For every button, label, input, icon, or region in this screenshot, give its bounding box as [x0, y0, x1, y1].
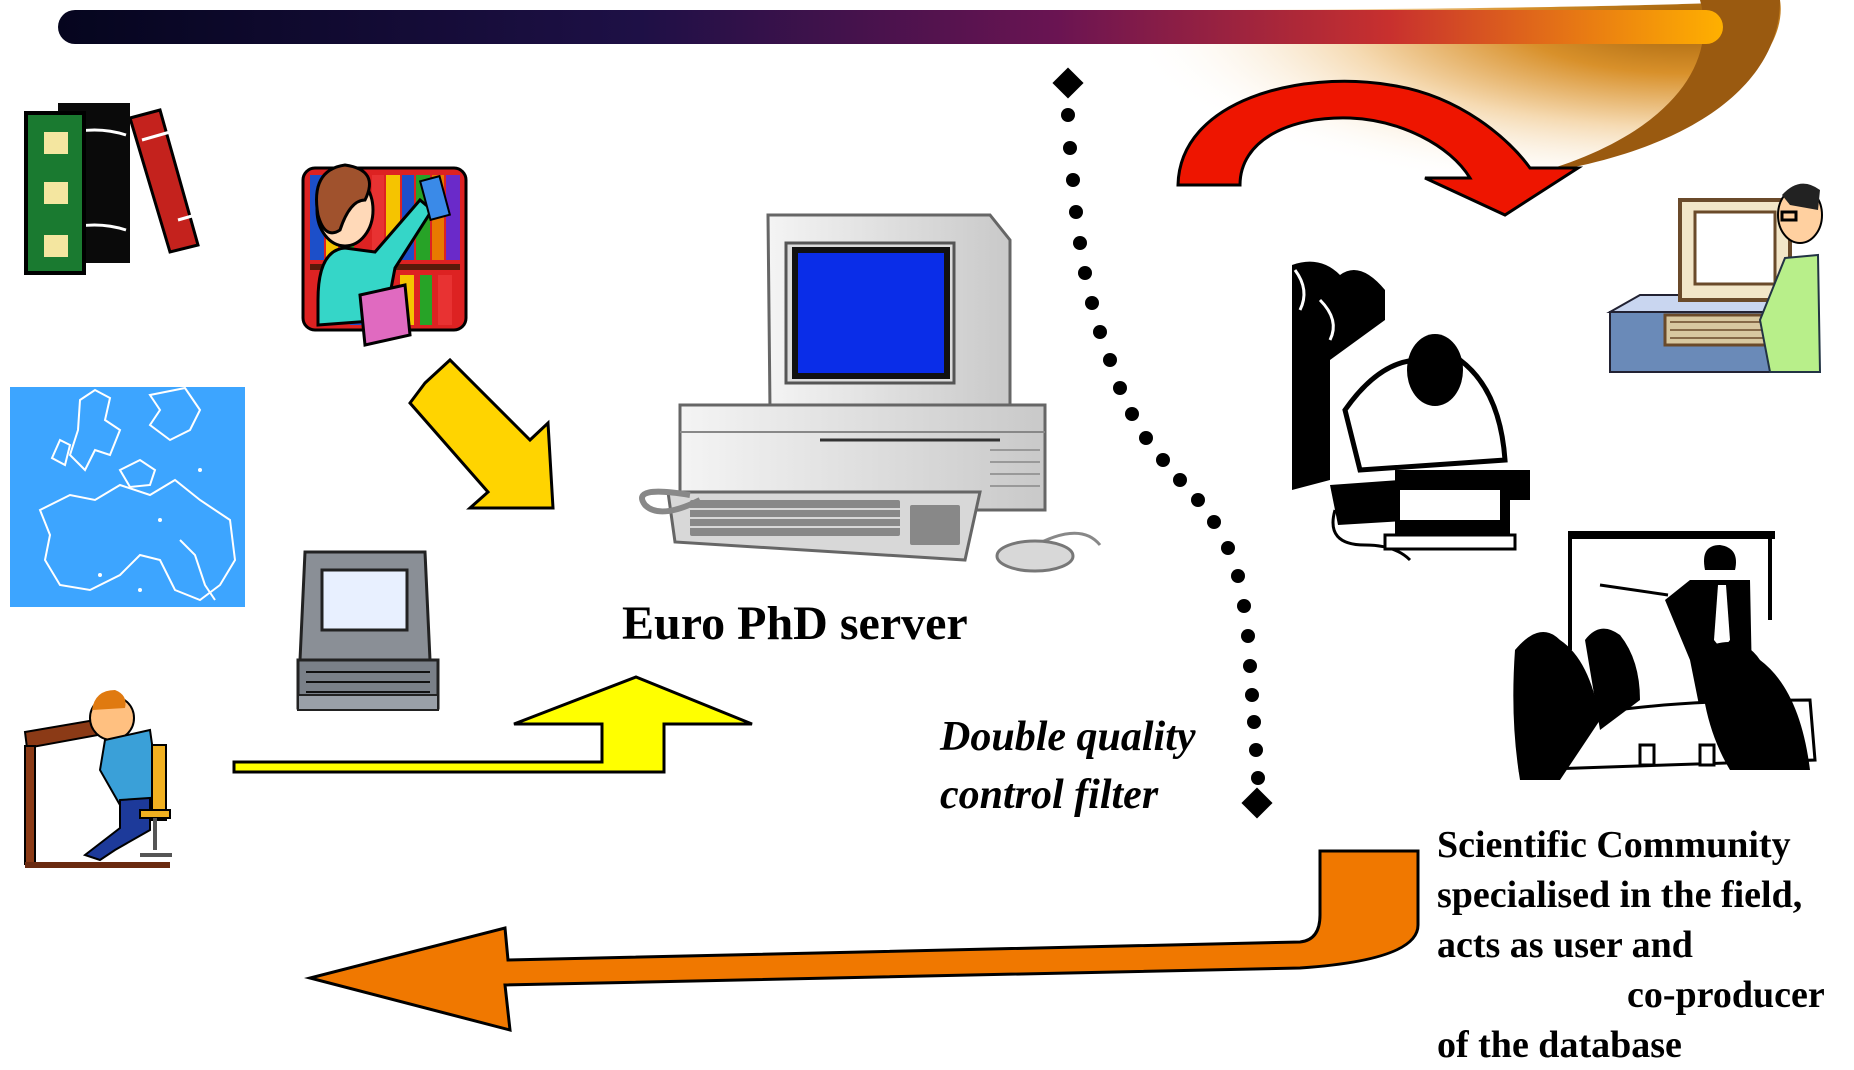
community-line-3: acts as user and	[1437, 924, 1693, 966]
quality-filter-line-2: control filter	[940, 772, 1159, 818]
server-label: Euro PhD server	[622, 597, 968, 650]
quality-filter-label: Double quality control filter	[940, 708, 1196, 824]
librarian-to-server-arrow	[408, 357, 555, 510]
scientific-community-label: Scientific Community specialised in the …	[1437, 820, 1825, 1070]
man-at-laptop-icon	[1292, 261, 1530, 562]
presentation-meeting-icon	[1513, 531, 1817, 780]
books-icon	[24, 103, 200, 275]
librarian-icon	[301, 163, 468, 347]
community-line-2: specialised in the field,	[1437, 874, 1803, 916]
server-computer-icon	[639, 213, 1102, 573]
student-to-server-arrow	[232, 675, 753, 774]
student-at-desk-icon	[23, 690, 172, 868]
researcher-at-computer-icon	[1606, 183, 1823, 373]
quality-filter-line-1: Double quality	[940, 714, 1196, 760]
community-line-4: co-producer	[1627, 974, 1825, 1016]
curved-red-arrow	[1176, 79, 1584, 217]
community-line-5: of the database	[1437, 1024, 1682, 1066]
community-line-1: Scientific Community	[1437, 824, 1791, 866]
feedback-arrow	[304, 849, 1420, 1033]
europe-map-icon	[10, 386, 245, 607]
portable-computer-icon	[296, 550, 440, 711]
title-banner	[58, 0, 1781, 198]
